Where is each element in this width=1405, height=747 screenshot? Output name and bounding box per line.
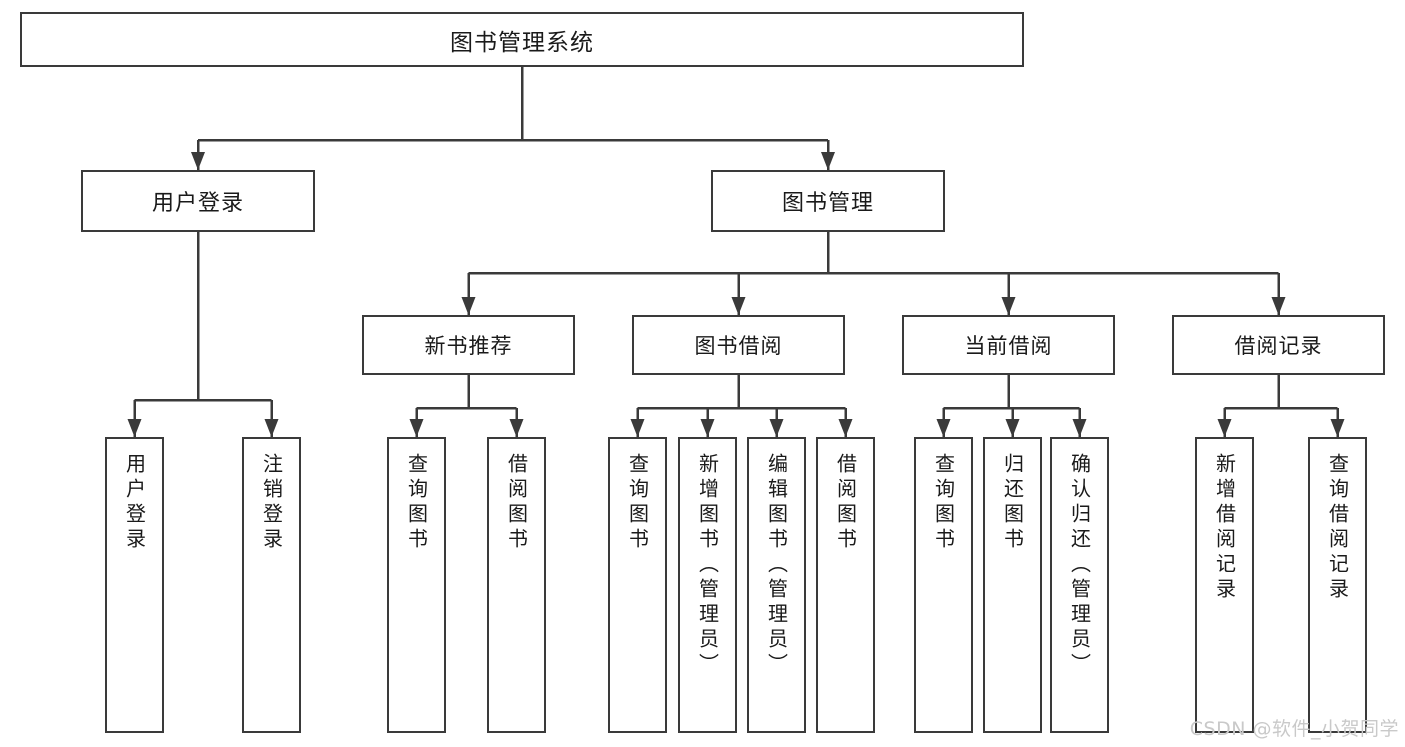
- node-label: 借阅图书: [504, 453, 529, 553]
- node-label: 用户登录: [122, 453, 147, 553]
- node-leaf-add-borrow-record[interactable]: 新增借阅记录: [1195, 437, 1254, 733]
- node-label: 图书管理: [781, 191, 874, 216]
- node-label: 确认归还（管理员）: [1067, 453, 1092, 678]
- node-user-login[interactable]: 用户登录: [81, 170, 315, 232]
- node-label: 编辑图书（管理员）: [764, 453, 789, 678]
- node-leaf-return-book[interactable]: 归还图书: [983, 437, 1042, 733]
- node-leaf-borrow-book-new[interactable]: 借阅图书: [487, 437, 546, 733]
- node-label: 当前借阅: [964, 334, 1053, 358]
- node-label: 新书推荐: [424, 334, 513, 358]
- node-new-book-recommend[interactable]: 新书推荐: [362, 315, 575, 375]
- node-leaf-query-book-new[interactable]: 查询图书: [387, 437, 446, 733]
- node-current-borrow[interactable]: 当前借阅: [902, 315, 1115, 375]
- node-label: 查询图书: [404, 453, 429, 553]
- node-label: 新增借阅记录: [1212, 453, 1237, 603]
- node-label: 借阅记录: [1234, 334, 1323, 358]
- node-label: 查询借阅记录: [1325, 453, 1350, 603]
- node-label: 图书管理系统: [450, 29, 594, 56]
- node-label: 查询图书: [625, 453, 650, 553]
- node-leaf-user-login[interactable]: 用户登录: [105, 437, 164, 733]
- node-label: 借阅图书: [833, 453, 858, 553]
- node-book-borrow[interactable]: 图书借阅: [632, 315, 845, 375]
- node-leaf-user-logout[interactable]: 注销登录: [242, 437, 301, 733]
- node-label: 注销登录: [259, 453, 284, 553]
- node-leaf-query-book-borrow[interactable]: 查询图书: [608, 437, 667, 733]
- node-leaf-edit-book-admin[interactable]: 编辑图书（管理员）: [747, 437, 806, 733]
- node-leaf-confirm-return-admin[interactable]: 确认归还（管理员）: [1050, 437, 1109, 733]
- node-book-manage[interactable]: 图书管理: [711, 170, 945, 232]
- node-leaf-add-book-admin[interactable]: 新增图书（管理员）: [678, 437, 737, 733]
- node-borrow-record[interactable]: 借阅记录: [1172, 315, 1385, 375]
- node-label: 新增图书（管理员）: [695, 453, 720, 678]
- node-leaf-query-book-current[interactable]: 查询图书: [914, 437, 973, 733]
- node-leaf-borrow-book[interactable]: 借阅图书: [816, 437, 875, 733]
- node-label: 图书借阅: [694, 334, 783, 358]
- node-label: 查询图书: [931, 453, 956, 553]
- node-label: 用户登录: [151, 191, 244, 216]
- node-leaf-query-borrow-record[interactable]: 查询借阅记录: [1308, 437, 1367, 733]
- watermark: CSDN @软件_小贺同学: [1189, 718, 1399, 740]
- node-label: 归还图书: [1000, 453, 1025, 553]
- node-root[interactable]: 图书管理系统: [20, 12, 1024, 67]
